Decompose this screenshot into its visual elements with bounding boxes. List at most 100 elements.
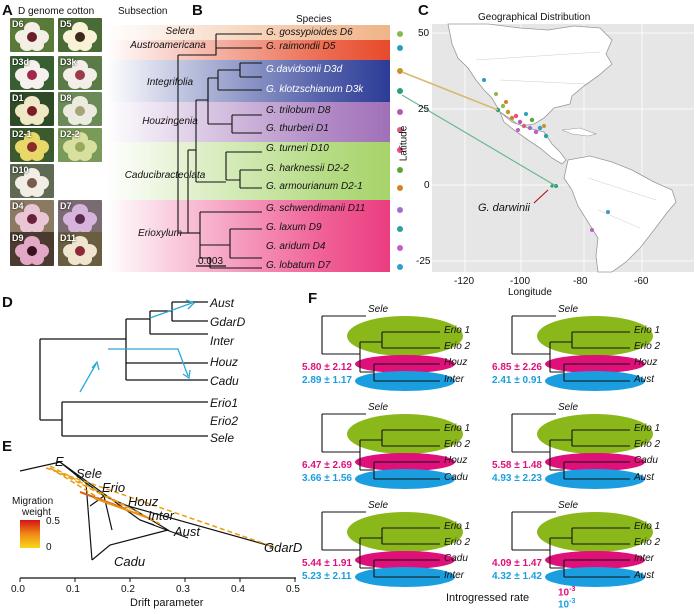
erio-ellipse: [347, 316, 463, 356]
migration-legend-max: 0.5: [46, 516, 60, 527]
e-xtick-0: 0.0: [11, 584, 25, 595]
species-label: G. gossypioides D6: [266, 27, 353, 38]
f-rate-blue: 3.66 ± 1.56: [302, 473, 352, 484]
e-taxon-erio: Erio: [102, 480, 126, 495]
species-color-dot: [397, 264, 403, 270]
map-xtick-2: -100: [510, 276, 531, 287]
photo-label: D2-2: [60, 129, 80, 139]
species-label: G. harknessii D2-2: [266, 163, 349, 174]
f-rate-pink: 5.44 ± 1.91: [302, 558, 352, 569]
species-color-dot: [397, 226, 403, 232]
f-erio2-label: Erio 2: [444, 439, 471, 450]
photo-label: D1: [12, 93, 24, 103]
e-xtick-3: 0.3: [176, 584, 190, 595]
f-root-label: Sele: [558, 304, 579, 315]
f-erio1-label: Erio 1: [444, 423, 471, 434]
erio-ellipse: [347, 512, 463, 552]
photo-label: D5: [60, 19, 72, 29]
f-blue-taxon: Cadu: [444, 472, 468, 483]
species-label: G. thurberi D1: [266, 123, 329, 134]
map-title: Geographical Distribution: [478, 12, 591, 23]
panel-f-label: F: [308, 290, 318, 307]
species-color-dot: [397, 88, 403, 94]
subsection-integrifolia: Integrifolia: [146, 77, 194, 88]
f-rate-pink: 5.58 ± 1.48: [492, 460, 542, 471]
map-xtick-1: -120: [454, 276, 475, 287]
introgression-tree: [321, 511, 463, 587]
e-taxon-houz: Houz: [128, 494, 159, 509]
species-color-dot: [397, 207, 403, 213]
flower-photo: D10: [10, 164, 54, 198]
flower-photo: D2-2: [58, 128, 102, 162]
species-label: G. turneri D10: [266, 143, 329, 154]
f-pink-taxon: Houz: [444, 455, 468, 466]
d-taxon-houz: Houz: [210, 355, 239, 369]
flower-photo: D8: [58, 92, 102, 126]
species-color-dot: [397, 185, 403, 191]
f-rate-blue: 5.23 ± 2.11: [302, 571, 352, 582]
e-taxon-cadu: Cadu: [114, 554, 146, 569]
erio-ellipse: [347, 414, 463, 454]
f-blue-taxon: Aust: [634, 570, 655, 581]
f-root-label: Sele: [368, 304, 389, 315]
f-legend-label: Introgressed rate: [446, 592, 530, 604]
f-rate-pink: 6.85 ± 2.26: [492, 362, 542, 373]
map-xtick-4: -60: [634, 276, 649, 287]
panel-d-label: D: [2, 294, 13, 311]
scale-bar-label: 0.003: [198, 256, 224, 267]
f-pink-taxon: Inter: [634, 553, 655, 564]
map-ytick-25: 25: [418, 104, 430, 115]
species-label: G. raimondii D5: [266, 41, 336, 52]
f-root-label: Sele: [558, 402, 579, 413]
f-erio2-label: Erio 2: [634, 439, 661, 450]
e-xtick-1: 0.1: [66, 584, 80, 595]
species-color-dot: [397, 68, 403, 74]
f-root-label: Sele: [368, 500, 389, 511]
map-ytick-50: 50: [418, 28, 430, 39]
f-erio2-label: Erio 2: [444, 537, 471, 548]
photo-label: D9: [12, 233, 24, 243]
flower-photo: D2-1: [10, 128, 54, 162]
e-xtick-4: 0.4: [231, 584, 245, 595]
f-root-label: Sele: [558, 500, 579, 511]
photo-label: D11: [60, 233, 77, 243]
subsection-austroamericana: Austroamericana: [130, 40, 206, 51]
e-taxon-sele: Sele: [76, 466, 103, 481]
map-ytick-minus25: -25: [416, 256, 431, 267]
introgression-tree: [511, 511, 653, 587]
species-color-dot: [397, 147, 403, 153]
f-root-label: Sele: [368, 402, 389, 413]
band-austroamericana: [106, 40, 390, 60]
subsection-selera: Selera: [165, 26, 195, 37]
species-label: G. schwendimanii D11: [266, 203, 366, 214]
f-rate-pink: 5.80 ± 2.12: [302, 362, 352, 373]
photo-label: D6: [12, 19, 24, 29]
species-color-dot: [397, 167, 403, 173]
photo-label: D4: [12, 201, 24, 211]
f-rate-blue: 4.93 ± 2.23: [492, 473, 542, 484]
d-taxon-inter: Inter: [210, 334, 235, 348]
photo-label: D7: [60, 201, 72, 211]
d-taxon-aust: Aust: [210, 296, 235, 310]
introgression-tree: [321, 315, 463, 391]
species-color-dot: [397, 109, 403, 115]
subsection-title: Subsection: [118, 6, 168, 17]
e-taxon-aust: Aust: [174, 524, 201, 539]
f-blue-taxon: Aust: [634, 374, 655, 385]
migration-legend-title-2: weight: [22, 507, 51, 518]
f-erio2-label: Erio 2: [634, 537, 661, 548]
photo-label: D3d: [12, 57, 30, 67]
map-xlabel: Longitude: [508, 287, 552, 298]
panel-a-title: D genome cotton: [18, 6, 95, 17]
species-label: G. lobatum D7: [266, 260, 331, 271]
f-blue-taxon: Aust: [634, 472, 655, 483]
f-rate-blue: 2.89 ± 1.17: [302, 375, 352, 386]
species-label: G. laxum D9: [266, 222, 322, 233]
flower-photo: D3d: [10, 56, 54, 90]
e-taxon-e: E: [55, 454, 64, 469]
f-erio1-label: Erio 1: [634, 325, 661, 336]
panel-b-label: B: [192, 2, 203, 19]
introgression-tree: [511, 413, 653, 489]
